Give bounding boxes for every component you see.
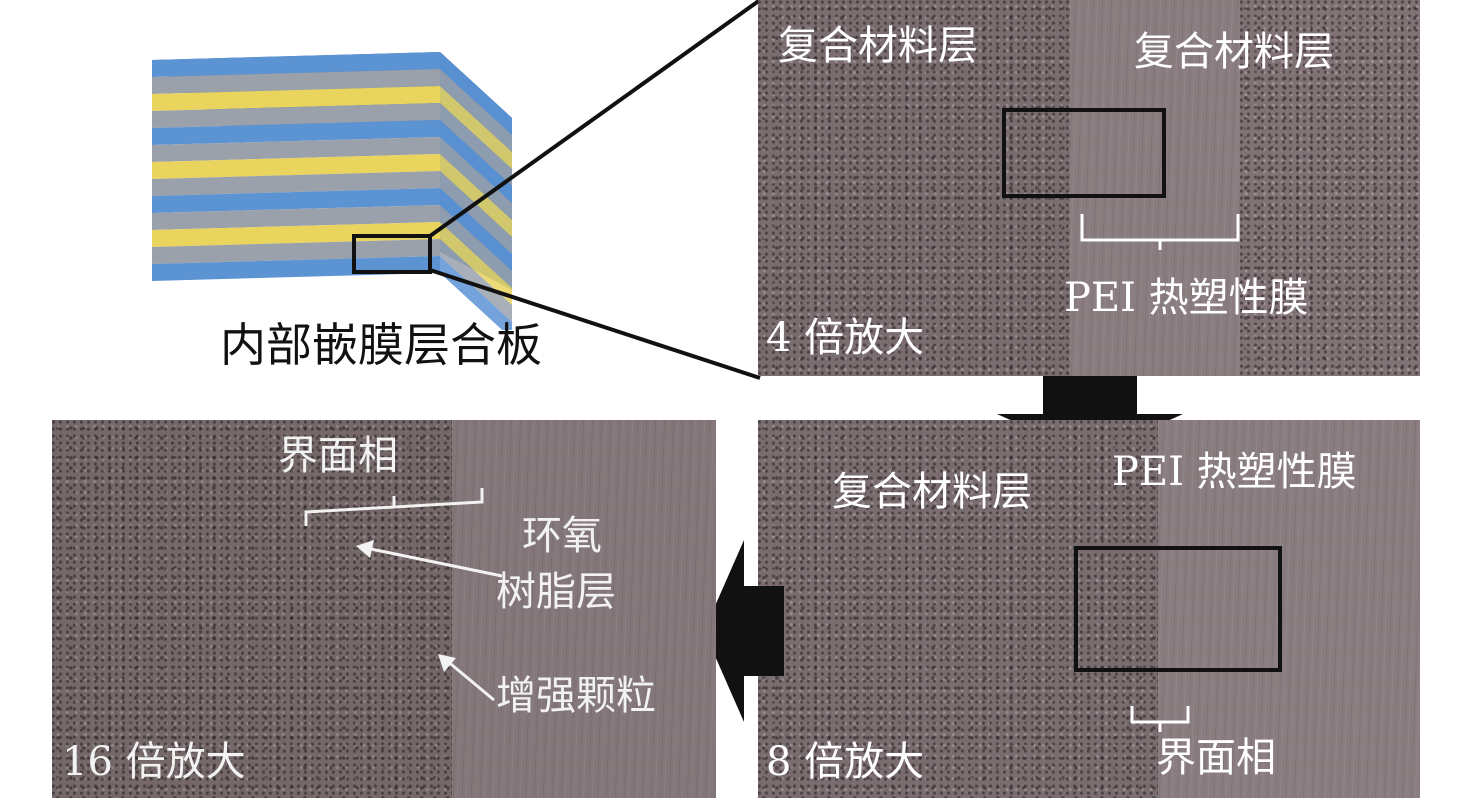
zoom-box-4x [1002, 108, 1166, 198]
micrograph-4x: 复合材料层 复合材料层 PEI 热塑性膜 4 倍放大 [758, 0, 1420, 376]
laminate-caption: 内部嵌膜层合板 [220, 318, 542, 372]
label-composite-8x: 复合材料层 [832, 469, 1032, 515]
laminate-layer-front [152, 86, 440, 111]
laminate-layer-side [440, 222, 512, 305]
laminate-layer-side [440, 171, 512, 254]
laminate-layer-front [152, 120, 440, 145]
laminate-layer-front [152, 205, 440, 230]
laminate-layer-front [152, 137, 440, 162]
laminate-layer-front [152, 222, 440, 247]
laminate-block [152, 52, 512, 330]
magnification-4x: 4 倍放大 [766, 315, 925, 361]
laminate-layer-front [152, 52, 440, 77]
arrow-epoxy [356, 540, 503, 578]
label-interface-8x: 界面相 [1156, 735, 1276, 781]
laminate-layer-front [152, 154, 440, 179]
laminate-layer-front [152, 239, 440, 264]
laminate-layer-side [440, 154, 512, 237]
laminate-layer-front [152, 171, 440, 196]
micrograph-8x: 复合材料层 PEI 热塑性膜 界面相 8 倍放大 [758, 420, 1420, 798]
laminate-layer-side [440, 239, 512, 322]
laminate-layer-side [440, 69, 512, 152]
arrow-left-icon [704, 540, 784, 722]
laminate-zoom-box [352, 234, 432, 274]
laminate-layer-front [152, 256, 440, 281]
laminate-layer-front [152, 188, 440, 213]
laminate-layer-side [440, 86, 512, 169]
film-brace-4x [1080, 214, 1240, 250]
magnification-8x: 8 倍放大 [766, 739, 925, 785]
arrow-particles [438, 654, 495, 702]
laminate-layer-side [440, 205, 512, 288]
label-composite-left: 复合材料层 [778, 23, 978, 69]
laminate-layer-front [152, 69, 440, 94]
label-epoxy-line1: 环氧 [522, 513, 602, 559]
laminate-layer-side [440, 137, 512, 220]
laminate-layer-side [440, 256, 512, 330]
micrograph-16x: 界面相 环氧 树脂层 增强颗粒 16 倍放大 [52, 420, 716, 798]
label-interface-16x: 界面相 [278, 433, 398, 479]
label-particles: 增强颗粒 [496, 673, 656, 719]
laminate-layer-side [440, 103, 512, 186]
laminate-layer-side [440, 188, 512, 271]
label-epoxy-line2: 树脂层 [496, 569, 616, 615]
laminate-layer-side [440, 120, 512, 203]
laminate-layer-side [440, 52, 512, 135]
label-film-8x: PEI 热塑性膜 [1112, 449, 1357, 495]
magnification-16x: 16 倍放大 [62, 739, 246, 785]
label-film-4x: PEI 热塑性膜 [1064, 275, 1309, 321]
interface-brace-16x [304, 488, 484, 526]
laminate-layer-front [152, 103, 440, 128]
interface-brace-8x [1130, 706, 1190, 732]
label-composite-right: 复合材料层 [1134, 29, 1334, 75]
arrow-down-icon [997, 376, 1183, 456]
zoom-box-8x [1074, 546, 1282, 672]
